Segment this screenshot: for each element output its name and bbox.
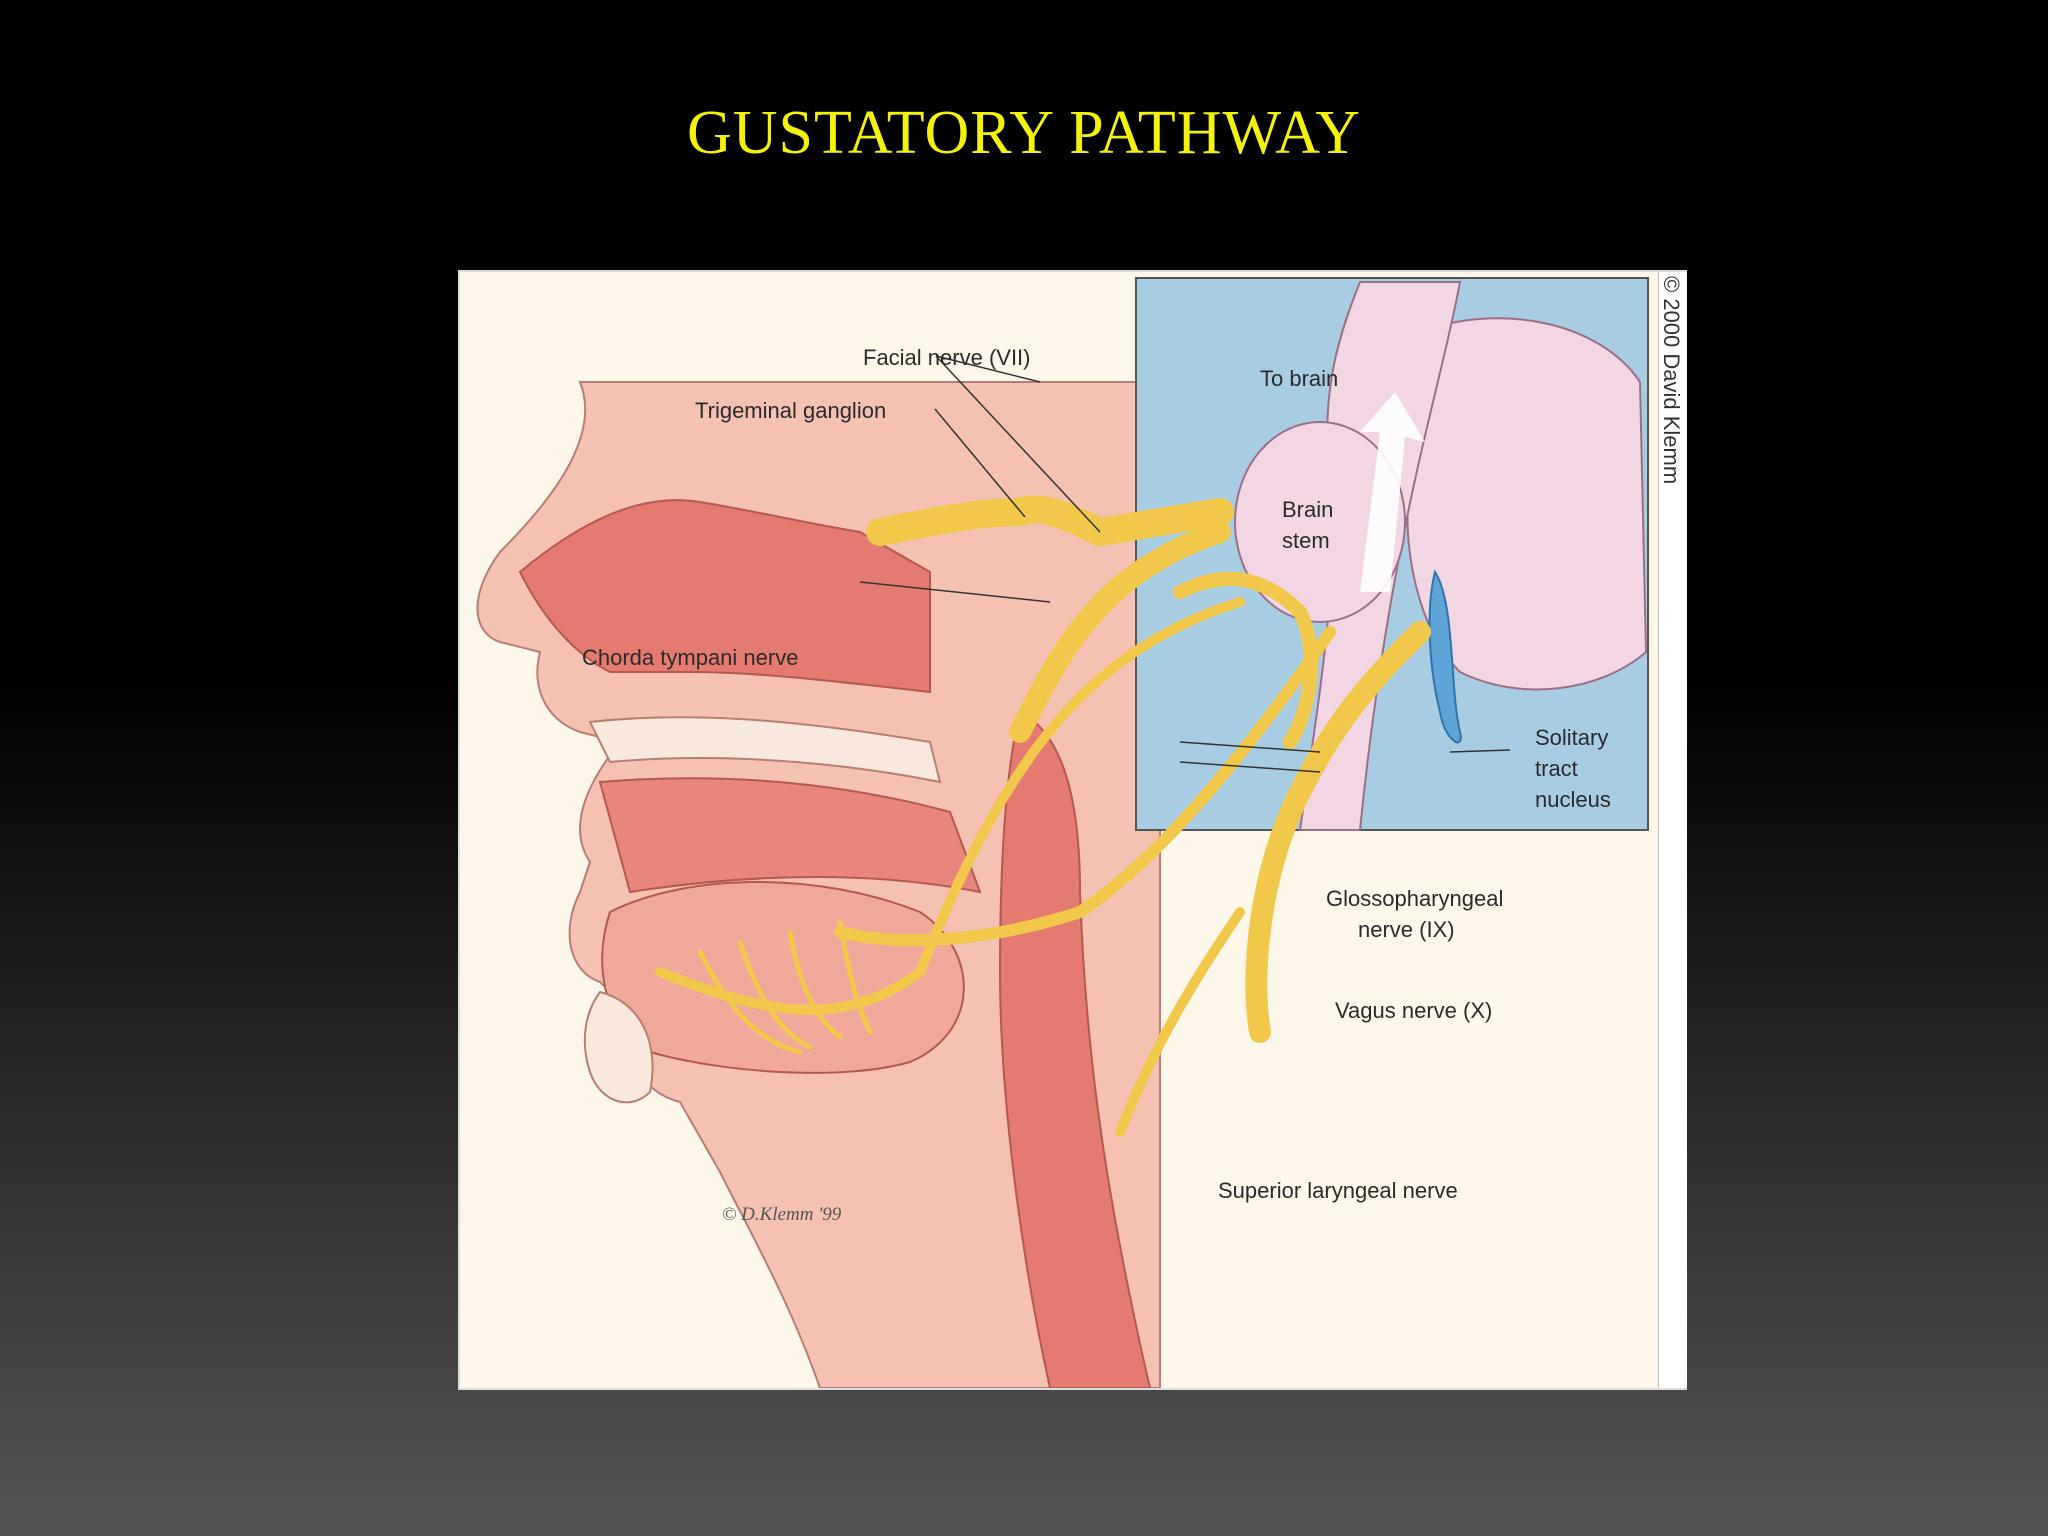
tongue-nerve-fibers [697,919,873,1055]
label-vagus: Vagus nerve (X) [1335,998,1492,1023]
copyright-text: © 2000 David Klemm [1659,276,1684,485]
head-profile [460,382,820,1388]
label-nucleus: nucleus [1535,787,1611,812]
pharynx [998,710,1152,1388]
brainstem-inset [1135,277,1649,831]
label-trigeminal-ganglion: Trigeminal ganglion [695,398,886,423]
slide-title: GUSTATORY PATHWAY [686,99,1362,167]
anatomy-figure: Facial nerve (VII) Trigeminal ganglion C… [460,272,1685,1388]
glossopharyngeal-path [834,626,1336,947]
gustatory-diagram: Facial nerve (VII) Trigeminal ganglion C… [460,277,1649,1388]
palate [588,716,942,784]
vagus-path [1245,621,1431,1043]
leader-lines [859,355,1511,773]
label-nerve-ix: nerve (IX) [1358,917,1455,942]
nerves [655,495,1431,1137]
label-glossopharyngeal: Glossopharyngeal [1326,886,1503,911]
label-chorda-tympani: Chorda tympani nerve [582,645,798,670]
lower-lip [583,990,654,1104]
copyright-strip [1658,272,1687,1388]
facial-nerve [1173,571,1318,749]
label-superior-laryngeal: Superior laryngeal nerve [1218,1178,1458,1203]
upward-arrow [1360,392,1425,592]
solitary-tract-nucleus [1428,569,1462,744]
oral-cavity [598,777,982,894]
nasal-cavity [518,499,931,694]
superior-laryngeal-path [1115,907,1245,1137]
trigeminal-nerve [1009,521,1231,743]
label-facial-nerve: Facial nerve (VII) [863,345,1031,370]
label-tract: tract [1535,756,1578,781]
label-stem: stem [1282,528,1330,553]
label-brain: Brain [1282,497,1333,522]
label-solitary: Solitary [1535,725,1608,750]
label-to-brain: To brain [1260,366,1338,391]
head-anatomy [460,381,1161,1388]
artist-signature: © D.Klemm '99 [722,1204,842,1225]
